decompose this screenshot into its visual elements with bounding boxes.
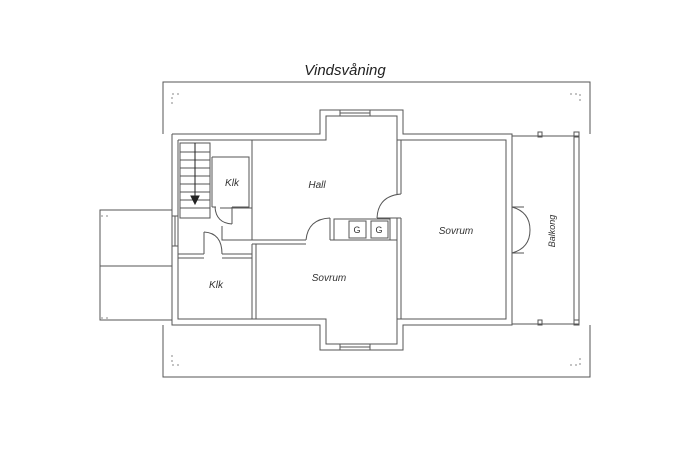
window-left xyxy=(171,215,179,247)
cabinet-label-g2: G xyxy=(375,225,382,235)
cabinet-label-g1: G xyxy=(353,225,360,235)
left-annex xyxy=(99,209,172,321)
window-bottom xyxy=(339,343,371,351)
cabinet-pair xyxy=(333,218,391,241)
plan-title: Vindsvåning xyxy=(304,62,386,79)
room-label-sovrum-lower: Sovrum xyxy=(312,273,346,284)
door-right-bedroom xyxy=(376,193,402,219)
staircase xyxy=(179,142,211,219)
door-lower-closet xyxy=(203,231,223,255)
room-label-hall: Hall xyxy=(308,180,326,191)
room-label-klk-upper: Klk xyxy=(225,178,240,189)
stair-arrow-icon xyxy=(190,195,200,206)
window-top xyxy=(339,109,371,117)
balcony xyxy=(511,131,580,326)
interior-walls xyxy=(178,140,402,319)
roof-outline-top xyxy=(162,81,591,134)
balcony-door xyxy=(511,206,531,254)
room-label-balkong: Balkong xyxy=(547,215,557,248)
room-label-sovrum-right: Sovrum xyxy=(439,226,473,237)
door-lower-bedroom xyxy=(305,217,331,241)
exterior-wall-outline xyxy=(171,109,513,351)
room-label-klk-lower: Klk xyxy=(209,280,224,291)
eave-markers xyxy=(100,93,581,366)
exterior-wall-inner xyxy=(177,115,507,345)
closet-upper xyxy=(211,156,250,225)
roof-outline-bottom xyxy=(162,325,591,378)
